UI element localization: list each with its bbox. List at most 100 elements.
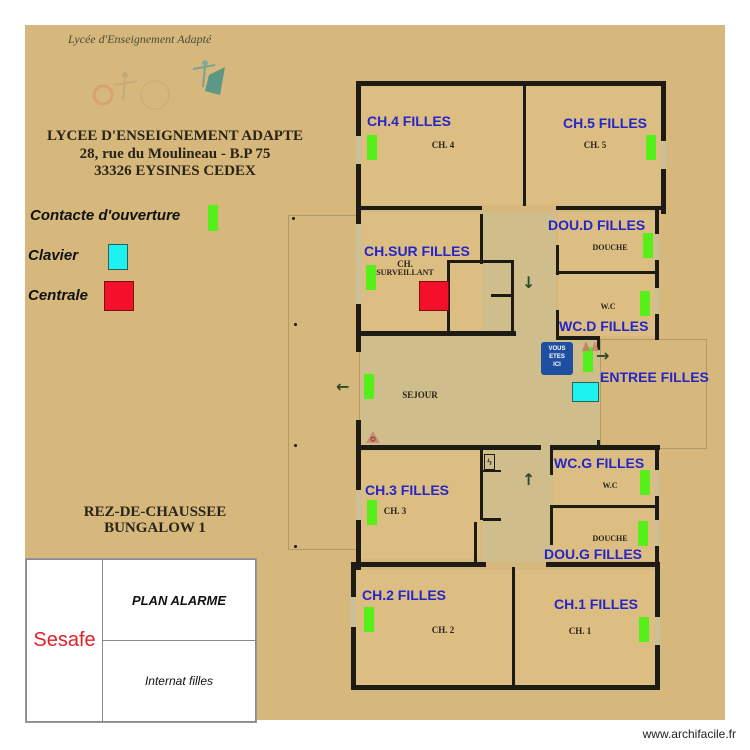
wall <box>360 206 482 210</box>
entrance-outline <box>600 339 707 449</box>
you-are-here-line1: VOUS <box>548 346 566 352</box>
window <box>356 136 361 164</box>
wall <box>655 450 659 570</box>
wall <box>556 310 559 340</box>
wall <box>356 81 361 136</box>
legend-keypad-label: Clavier <box>28 247 79 264</box>
door-contact-sensor-ch1[interactable] <box>639 617 649 642</box>
door-contact-sensor-douche-g[interactable] <box>638 521 648 546</box>
zone-label-wc-d: WC.D FILLES <box>559 318 649 334</box>
electrical-panel-icon: ϟ <box>484 454 495 470</box>
wall <box>474 522 477 562</box>
exit-arrow-left-icon: ← <box>336 377 350 396</box>
window <box>356 224 361 304</box>
room-ch4 <box>360 85 523 205</box>
wall <box>351 562 486 567</box>
zone-label-wc-g: WC.G FILLES <box>554 455 645 471</box>
zone-label-douche-g: DOU.G FILLES <box>544 546 642 562</box>
school-name: LYCEE D'ENSEIGNEMENT ADAPTE <box>47 128 303 144</box>
room-ch5 <box>526 85 661 205</box>
terrace-post <box>294 444 297 447</box>
wall <box>356 520 361 570</box>
room-label-ch4: CH. 4 <box>431 140 455 150</box>
title-block-title-cell: PLAN ALARME <box>102 559 256 641</box>
wall <box>556 336 600 340</box>
wall <box>655 645 660 689</box>
wall <box>361 331 516 336</box>
zone-label-douche-d: DOU.D FILLES <box>548 217 646 233</box>
wall <box>356 81 665 86</box>
wall <box>550 505 553 545</box>
floor-building: BUNGALOW 1 <box>104 520 206 536</box>
door-contact-sensor-sejour[interactable] <box>364 374 374 399</box>
room-label-douche-d: DOUCHE <box>592 243 628 252</box>
you-are-here-line3: ICI <box>553 362 561 368</box>
zone-label-ch5: CH.5 FILLES <box>563 115 648 131</box>
room-surveillant <box>360 212 482 336</box>
room-ch1 <box>516 570 655 685</box>
door-contact-sensor-entree[interactable] <box>583 347 593 372</box>
window <box>351 597 356 627</box>
door-contact-sensor-ch2[interactable] <box>364 607 374 632</box>
you-are-here-marker: VOUS ETES ICI <box>541 342 573 375</box>
door-contact-sensor-wc-g[interactable] <box>640 470 650 495</box>
room-ch3 <box>360 451 480 559</box>
plan-title: PLAN ALARME <box>131 592 227 608</box>
keypad[interactable] <box>572 382 599 402</box>
exit-arrow-down-icon: ↓ <box>522 273 536 292</box>
alarm-central-unit[interactable] <box>419 281 449 311</box>
door-contact-sensor-surveillant[interactable] <box>366 265 376 290</box>
door-contact-sensor-ch4[interactable] <box>367 135 377 160</box>
window <box>655 234 659 260</box>
wall <box>491 294 513 297</box>
school-city: 33326 EYSINES CEDEX <box>94 163 256 179</box>
title-block-subtitle-cell: Internat filles <box>102 640 256 722</box>
wall <box>361 445 541 450</box>
wall <box>556 245 559 275</box>
zone-label-entree: ENTREE FILLES <box>600 369 709 385</box>
terrace-post <box>292 217 295 220</box>
wall <box>483 470 501 472</box>
room-label-wc-d: W.C <box>600 302 616 311</box>
legend-keypad-swatch <box>108 244 128 270</box>
wall <box>550 445 660 450</box>
zone-label-ch3: CH.3 FILLES <box>365 482 450 498</box>
room-label-ch5: CH. 5 <box>583 140 607 150</box>
door-contact-sensor-ch3[interactable] <box>367 500 377 525</box>
wall <box>356 304 361 352</box>
wall <box>550 450 553 475</box>
wall <box>661 169 666 214</box>
window <box>655 470 659 496</box>
window <box>661 141 666 169</box>
terrace-outline-left <box>288 215 360 550</box>
window <box>655 520 659 546</box>
zone-label-ch4: CH.4 FILLES <box>367 113 452 129</box>
legend-contact-label: Contacte d'ouverture <box>30 207 181 224</box>
site-credit: www.archifacile.fr <box>642 727 736 741</box>
room-douche-d <box>558 212 658 271</box>
title-block-company-cell: Sesafe <box>26 559 103 722</box>
room-label-douche-g: DOUCHE <box>592 534 628 543</box>
wall <box>546 562 660 567</box>
door-contact-sensor-douche-d[interactable] <box>643 233 653 258</box>
wall <box>661 81 666 141</box>
room-ch2 <box>355 570 513 685</box>
fire-warning-icon <box>366 430 380 448</box>
wall <box>483 518 501 521</box>
door-contact-sensor-wc-d[interactable] <box>640 291 650 316</box>
zone-label-ch1: CH.1 FILLES <box>554 596 639 612</box>
wall <box>480 450 483 520</box>
company-name: Sesafe <box>33 629 96 651</box>
wall <box>550 505 658 508</box>
zone-label-ch2: CH.2 FILLES <box>362 587 447 603</box>
school-logo <box>85 55 245 115</box>
legend-contact-swatch <box>208 205 218 231</box>
window <box>655 288 659 314</box>
wall <box>655 567 660 617</box>
door-contact-sensor-ch5[interactable] <box>646 135 656 160</box>
terrace-post <box>294 323 297 326</box>
terrace-post <box>294 545 297 548</box>
wall <box>480 214 483 264</box>
wall <box>351 685 660 690</box>
legend-central-swatch <box>104 281 134 311</box>
